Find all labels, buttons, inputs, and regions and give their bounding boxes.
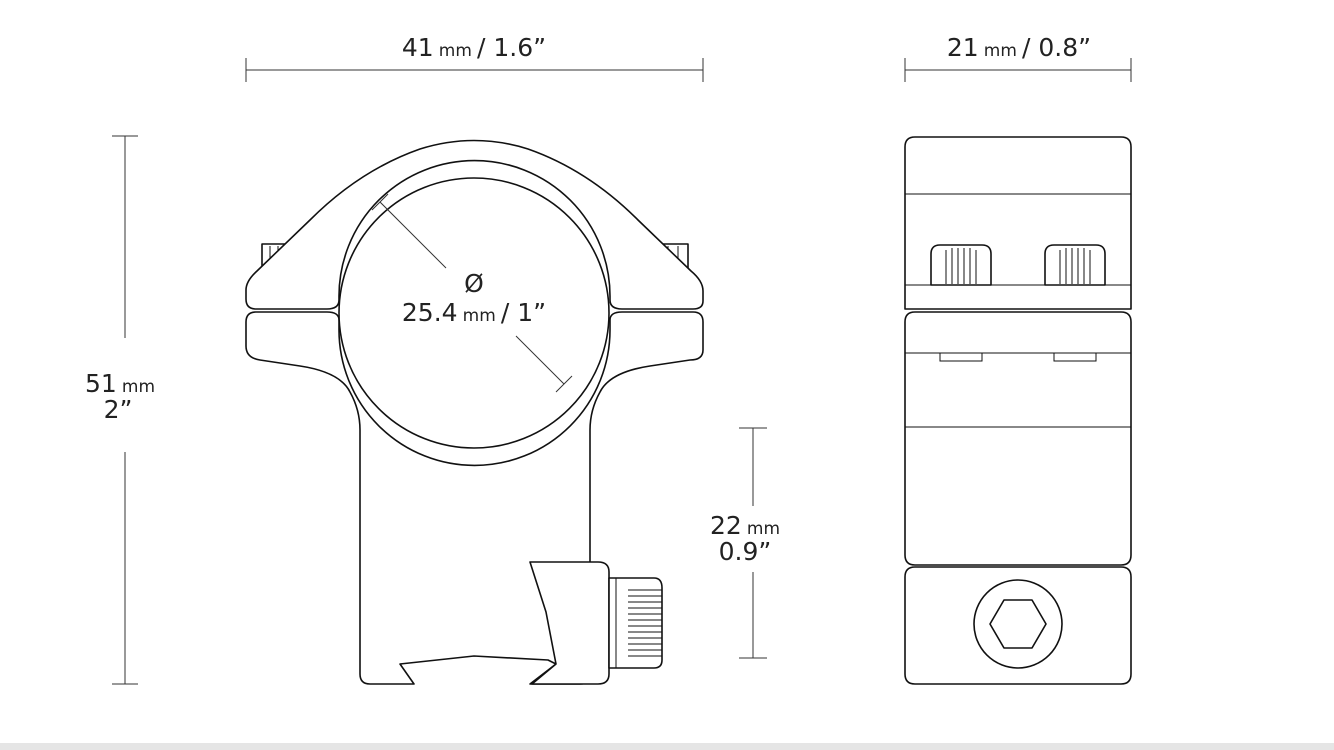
depth-label: 21 mm / 0.8” xyxy=(947,33,1091,62)
tube-bore xyxy=(338,177,610,449)
side-view xyxy=(904,136,1132,685)
center-height-dimension: 22 mm 0.9” xyxy=(710,427,780,659)
hex-socket-icon xyxy=(989,599,1047,649)
center-height-label-imperial: 0.9” xyxy=(719,537,772,566)
front-view: Ø 25.4 mm / 1” xyxy=(245,139,704,685)
height-label-imperial: 2” xyxy=(104,395,133,424)
width-dimension: 41 mm / 1.6” xyxy=(245,33,704,82)
side-body xyxy=(904,311,1132,566)
clamp-block xyxy=(529,561,610,685)
diameter-dimension xyxy=(371,193,573,393)
height-dimension: 51 mm 2” xyxy=(85,135,155,685)
clamp-screw-knurl xyxy=(628,589,662,657)
top-cap xyxy=(245,139,704,310)
clamp-screw xyxy=(608,577,663,669)
width-label: 41 mm / 1.6” xyxy=(402,33,546,62)
center-height-label-metric: 22 mm xyxy=(710,511,780,540)
diameter-symbol: Ø xyxy=(464,269,484,298)
depth-dimension: 21 mm / 0.8” xyxy=(904,33,1132,82)
side-cap-screw-left xyxy=(930,244,992,286)
side-cap-screw-right xyxy=(1044,244,1106,286)
side-slot-left xyxy=(939,353,983,362)
diameter-label: 25.4 mm / 1” xyxy=(402,298,546,327)
bottom-bar xyxy=(0,743,1334,750)
height-label-metric: 51 mm xyxy=(85,369,155,398)
side-slot-right xyxy=(1053,353,1097,362)
